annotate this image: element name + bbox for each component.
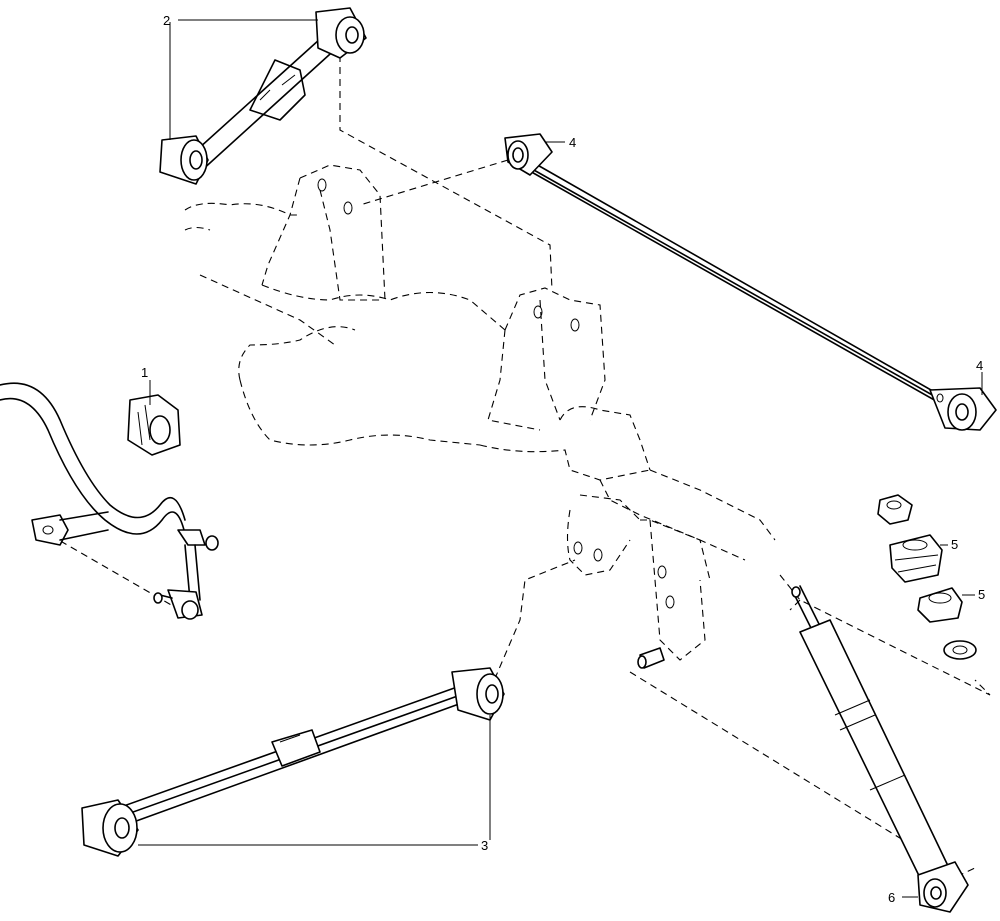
lateral-rod: [504, 133, 997, 431]
callout-leaders: [138, 19, 983, 898]
callout-5-upper: 5: [951, 537, 958, 552]
rear-axle-housing-phantom: [184, 164, 776, 661]
callout-5-lower: 5: [978, 587, 985, 602]
callout-3: 3: [481, 838, 488, 853]
callout-2: 2: [163, 13, 170, 28]
shock-mount-nut: [877, 494, 913, 525]
bushing-2-top: [315, 7, 367, 59]
lower-control-arm: [81, 667, 505, 857]
shock-lower-eye: [917, 861, 969, 913]
bushing-4-bottom: [929, 387, 997, 431]
shock-absorber: [791, 585, 969, 913]
bushing-3-left: [81, 799, 139, 857]
callout-1: 1: [141, 365, 148, 380]
bracket-holes: [317, 178, 675, 609]
shock-lower-stud: [637, 647, 665, 669]
stabilizer-bar: [0, 382, 186, 546]
stabilizer-link: [153, 529, 219, 620]
washer: [943, 640, 977, 660]
upper-arm-left: [159, 7, 367, 185]
callout-4-bottom: 4: [976, 358, 983, 373]
bushing-4-top: [504, 133, 553, 176]
stabilizer-bushing: [127, 394, 181, 456]
callout-labels: 1 2 3 4 4 5 5 6: [141, 13, 985, 905]
callout-4-top: 4: [569, 135, 576, 150]
bushing-2-bottom: [159, 135, 209, 185]
cushion-upper: [889, 534, 943, 583]
callout-6: 6: [888, 890, 895, 905]
cushion-lower: [917, 587, 963, 623]
bushing-3-right: [451, 667, 505, 721]
